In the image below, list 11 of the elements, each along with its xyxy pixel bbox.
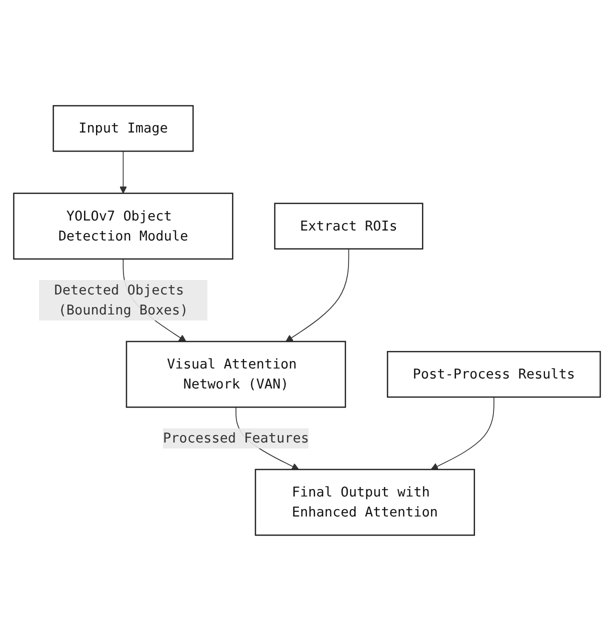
- edge-label: Processed Features: [162, 430, 309, 446]
- arrow: [286, 248, 350, 342]
- node-box: YOLOv7 Object Detection Module: [13, 192, 234, 260]
- node-box: Visual Attention Network (VAN): [126, 340, 346, 408]
- edge-label: Detected Objects (Bounding Boxes): [54, 282, 188, 318]
- arrow: [430, 396, 494, 470]
- node-box: Final Output with Enhanced Attention: [254, 468, 476, 536]
- node-box: Input Image: [52, 105, 194, 152]
- node-box: Post-Process Results: [386, 351, 601, 398]
- arrow: [120, 150, 127, 194]
- node-box: Extract ROIs: [274, 202, 424, 250]
